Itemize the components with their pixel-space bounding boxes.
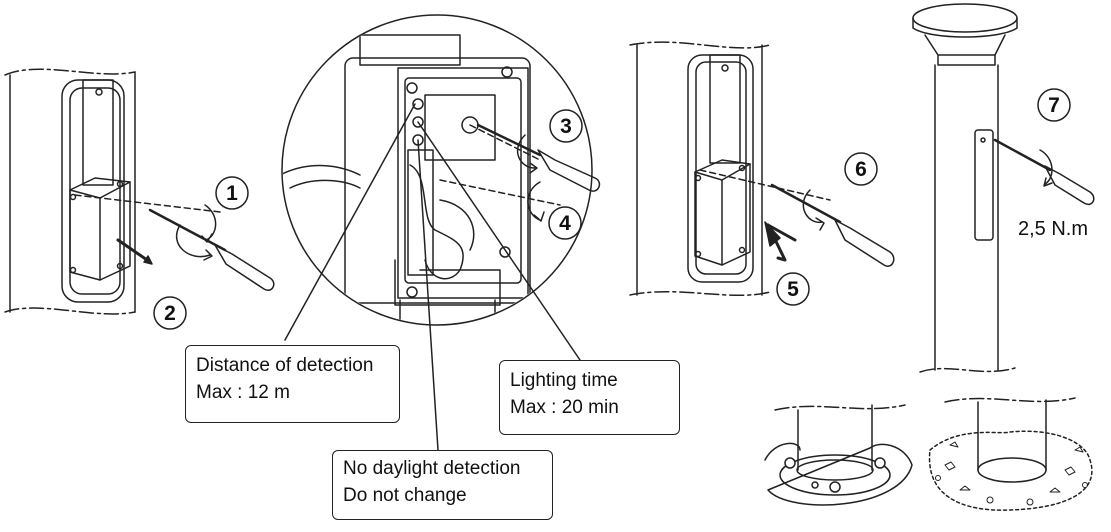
svg-text:5: 5	[787, 278, 799, 301]
step-2-marker: 2	[153, 296, 187, 330]
panel-close-door	[629, 41, 895, 297]
panel-post-base	[764, 397, 1093, 511]
step-1-marker: 1	[215, 176, 249, 210]
svg-text:2: 2	[164, 302, 176, 325]
step-7-marker: 7	[1037, 88, 1071, 122]
panel-open-door	[4, 68, 275, 315]
callout-lighting-line2: Max : 20 min	[510, 397, 619, 418]
callout-daylight-line2: Do not change	[343, 485, 467, 506]
step-5-marker: 5	[776, 272, 810, 306]
step-4-marker: 4	[548, 206, 582, 240]
svg-text:7: 7	[1048, 94, 1060, 117]
svg-text:3: 3	[560, 115, 572, 138]
callout-lighting-line1: Lighting time	[510, 370, 618, 391]
step-6-marker: 6	[844, 152, 878, 186]
panel-magnified-sensor	[281, 14, 601, 451]
panel-tighten-screw	[912, 3, 1095, 373]
step-markers: 1 2 3 4 5 6 7	[153, 88, 1071, 330]
callout-daylight-detection: No daylight detection Do not change	[332, 450, 553, 520]
svg-text:1: 1	[226, 182, 238, 205]
svg-text:4: 4	[559, 212, 571, 235]
callout-detection-line1: Distance of detection	[196, 355, 374, 376]
callout-detection-line2: Max : 12 m	[196, 382, 290, 403]
svg-text:6: 6	[855, 158, 867, 181]
callout-lighting-time: Lighting time Max : 20 min	[499, 360, 680, 435]
callout-daylight-line1: No daylight detection	[343, 458, 521, 479]
callout-detection-distance: Distance of detection Max : 12 m	[185, 345, 400, 423]
torque-label: 2,5 N.m	[1018, 218, 1089, 240]
step-3-marker: 3	[549, 109, 583, 143]
